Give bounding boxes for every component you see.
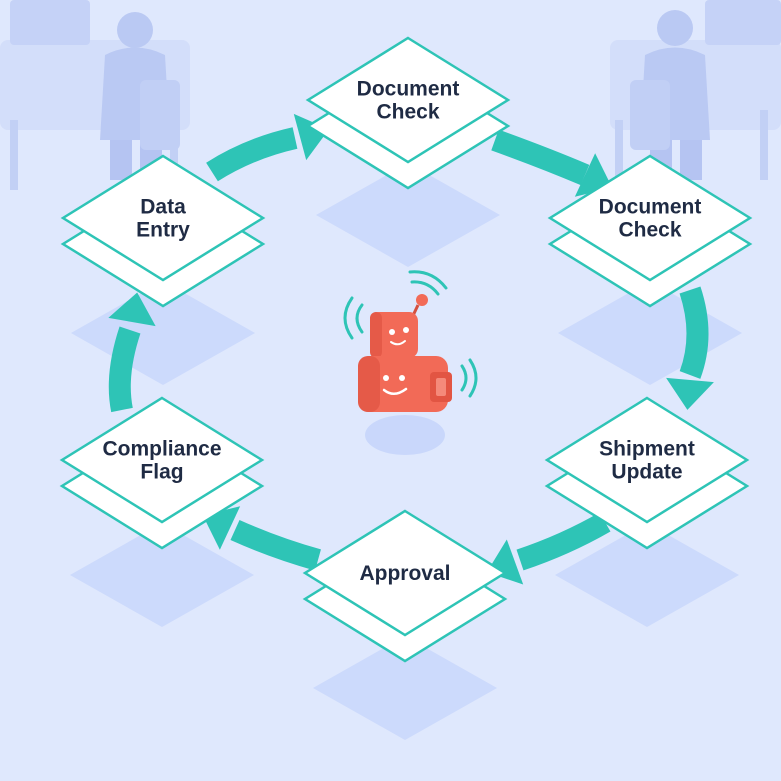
node-layer-top [547,154,753,282]
node-label: Approval [359,562,450,585]
cycle-arrow-5 [108,326,141,413]
cycle-arrowhead-2 [666,377,714,410]
robot-icon [343,270,478,455]
node-layer-top [59,396,265,524]
node-shadow [316,163,500,267]
cycle-arrow-3 [516,512,611,571]
node-label: Update [611,461,682,484]
node-layer-top [544,396,750,524]
cycle-arrowhead-5 [108,292,156,327]
office-worker-icon [610,0,781,190]
node-label: Compliance [102,438,221,461]
node-layer-top [305,36,511,164]
node-shadows [70,163,742,740]
cycle-arrow-1 [491,129,590,186]
node-layer-top [302,509,508,637]
cycle-arrow-6 [206,127,298,182]
node-label: Check [376,101,439,124]
node-label: Shipment [599,438,695,461]
node-layer-top [60,154,266,282]
workflow-nodes: DocumentCheckDocumentCheckShipmentUpdate… [59,36,753,663]
node-shadow [555,523,739,627]
node-label: Flag [140,461,183,484]
node-label: Document [357,78,460,101]
node-shadow [313,636,497,740]
node-approval: Approval [302,509,508,663]
node-label: Data [140,196,186,219]
node-label: Check [618,219,681,242]
cycle-arrow-4 [230,519,321,571]
node-label: Document [599,196,702,219]
node-label: Entry [136,219,190,242]
cycle-arrow-2 [679,286,709,379]
node-shadow [70,523,254,627]
